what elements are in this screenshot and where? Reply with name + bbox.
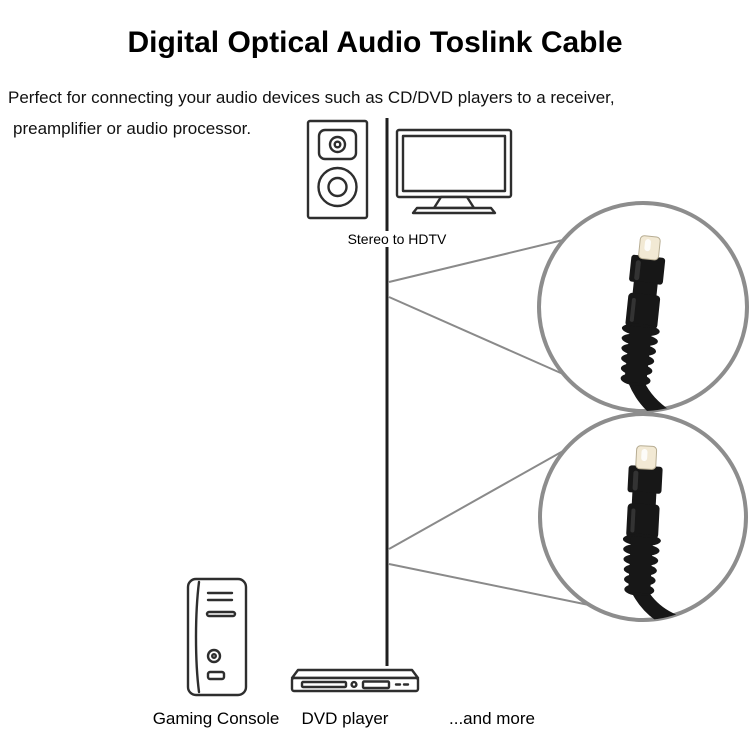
toslink-connector-zoom-top — [537, 201, 749, 413]
page-title: Digital Optical Audio Toslink Cable — [127, 26, 623, 59]
zoom-callout-lines-bottom — [388, 445, 590, 606]
hdtv-icon — [395, 128, 513, 215]
label-dvd-player: DVD player — [301, 709, 389, 728]
label-stereo-to-hdtv: Stereo to HDTV — [312, 231, 482, 247]
gaming-console-icon — [186, 577, 248, 697]
dvd-player-icon — [290, 668, 420, 693]
toslink-connector-zoom-bottom — [538, 412, 748, 622]
description-line-1: Perfect for connecting your audio device… — [8, 88, 615, 107]
label-gaming-console: Gaming Console — [152, 709, 280, 728]
zoom-callout-lines-top — [388, 239, 564, 375]
speaker-icon — [306, 119, 369, 220]
label-and-more: ...and more — [449, 709, 535, 728]
description-line-2: preamplifier or audio processor. — [13, 119, 252, 138]
